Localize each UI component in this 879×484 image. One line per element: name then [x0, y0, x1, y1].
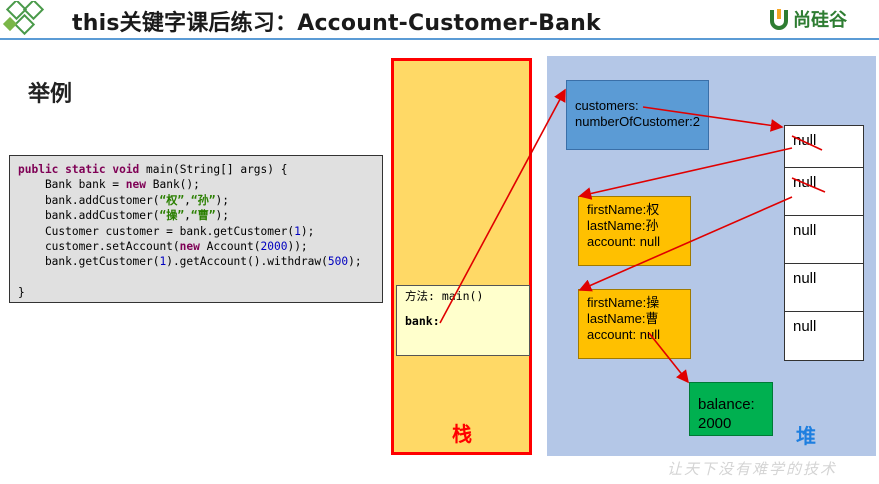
- stack-label: 栈: [452, 422, 472, 446]
- account-object: balance: 2000: [689, 382, 773, 436]
- code-line: Bank bank = new Bank();: [18, 178, 200, 192]
- customer-account: account: null: [587, 234, 660, 249]
- heap-label: 堆: [796, 424, 816, 448]
- bank-count-field: numberOfCustomer:2: [575, 114, 700, 129]
- code-block: public static void main(String[] args) {…: [9, 155, 383, 303]
- customer-last-name: lastName:孙: [587, 218, 659, 233]
- stack-panel: [391, 58, 532, 455]
- code-line: customer.setAccount(new Account(2000));: [18, 239, 308, 253]
- account-balance-label: balance:: [698, 396, 755, 413]
- customer-account: account: null: [587, 327, 660, 342]
- code-line: bank.addCustomer(“操”,“曹”);: [18, 209, 230, 223]
- customer-first-name: firstName:权: [587, 202, 660, 217]
- code-line: Customer customer = bank.getCustomer(1);: [18, 224, 315, 238]
- customer-first-name: firstName:操: [587, 295, 660, 310]
- header-bar: [0, 0, 879, 38]
- code-line: [18, 270, 374, 285]
- account-balance-value: 2000: [698, 415, 732, 432]
- array-cell: null: [785, 216, 863, 264]
- frame-var-bank: bank:: [405, 314, 440, 328]
- customers-array: null null null null null: [784, 125, 864, 361]
- customer-object-1: firstName:操 lastName:曹 account: null: [578, 289, 691, 359]
- code-line: }: [18, 286, 25, 300]
- frame-spacer: [405, 304, 521, 314]
- brand-name: 尚硅谷: [793, 10, 847, 31]
- customer-last-name: lastName:曹: [587, 311, 659, 326]
- frame-method: 方法: main(): [405, 289, 484, 303]
- array-cell: null: [785, 264, 863, 312]
- array-cell: null: [793, 318, 817, 335]
- logo-diamond-icon: [2, 1, 45, 36]
- brand-u-icon: [770, 9, 788, 30]
- code-line: bank.addCustomer(“权”,“孙”);: [18, 193, 230, 207]
- bank-object: customers: numberOfCustomer:2: [566, 80, 709, 150]
- page-title: this关键字课后练习：Account-Customer-Bank: [72, 11, 601, 36]
- watermark: 让天下没有难学的技术: [667, 460, 838, 478]
- code-line: bank.getCustomer(1).getAccount().withdra…: [18, 255, 362, 269]
- customer-object-0: firstName:权 lastName:孙 account: null: [578, 196, 691, 266]
- main-stack-frame: 方法: main() bank:: [396, 285, 530, 356]
- array-cell: null: [785, 126, 863, 168]
- bank-customers-field: customers:: [575, 98, 639, 113]
- section-title: 举例: [28, 82, 73, 107]
- code-line: public static void main(String[] args) {: [18, 163, 288, 176]
- brand-logo: 尚硅谷: [768, 6, 847, 32]
- header-divider: [0, 38, 879, 40]
- array-cell: null: [785, 168, 863, 216]
